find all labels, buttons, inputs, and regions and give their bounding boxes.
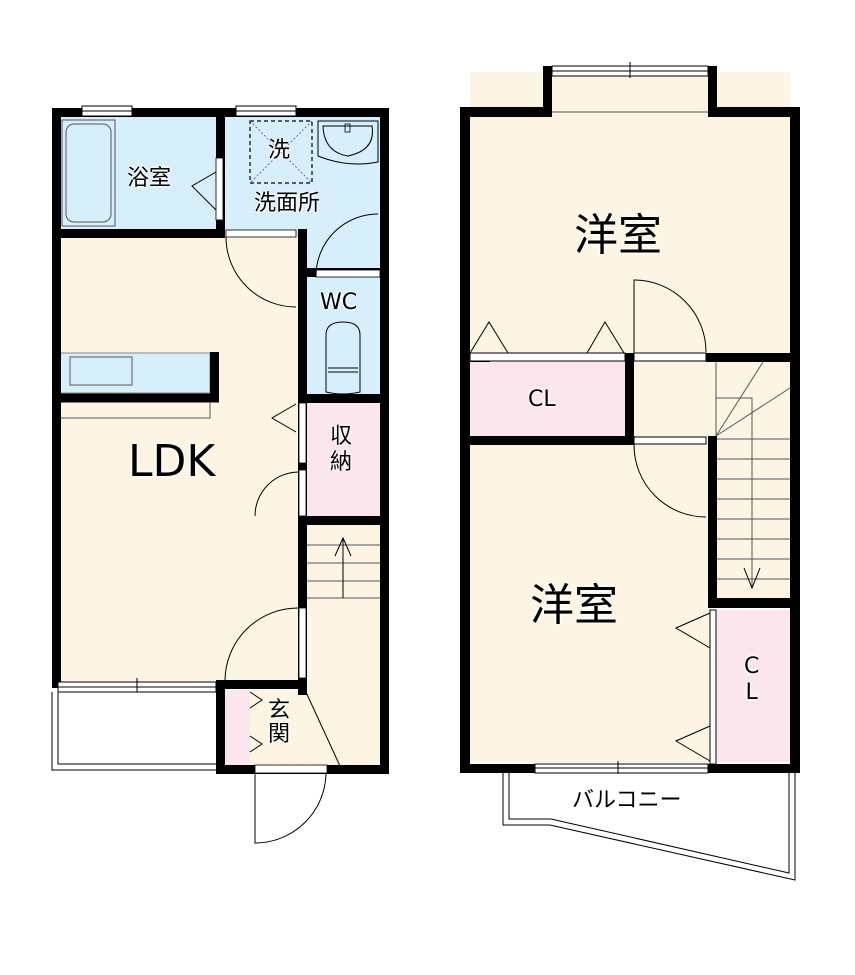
label-closet-upper: CL xyxy=(528,387,556,412)
label-entrance: 玄 関 xyxy=(268,700,290,746)
label-western-room-upper: 洋室 xyxy=(574,210,662,261)
room-upper-fill xyxy=(470,72,790,356)
room-lower-fill xyxy=(470,444,710,762)
windows-1f xyxy=(57,105,297,693)
label-storage-1: 収 xyxy=(330,424,353,449)
floor-1 xyxy=(51,105,389,844)
door-openings-1f xyxy=(215,157,381,774)
counter-end-wall xyxy=(210,352,219,398)
balcony-2f xyxy=(502,773,796,881)
bathtub-inner xyxy=(65,123,112,223)
wc-fill xyxy=(306,276,380,396)
label-entrance-2: 関 xyxy=(268,722,291,747)
kitchen-sink xyxy=(69,356,133,386)
balcony-1f xyxy=(51,692,216,771)
label-balcony: バルコニー xyxy=(572,788,682,813)
label-storage: 収 納 xyxy=(330,426,352,474)
closet-right-fill xyxy=(717,610,790,762)
toilet xyxy=(325,321,361,395)
label-closet-right: C L xyxy=(744,656,759,704)
stairs-2f xyxy=(715,361,791,590)
label-wc: WC xyxy=(320,290,358,315)
closet-upper-fill xyxy=(470,361,626,436)
label-closet-right-2: L xyxy=(745,680,758,705)
label-ldk: LDK xyxy=(128,436,216,487)
door-swings-2f xyxy=(469,279,711,762)
door-swings-1f xyxy=(191,171,379,844)
label-washer: 洗 xyxy=(268,138,291,163)
label-washroom: 洗面所 xyxy=(254,191,321,216)
floor-2 xyxy=(460,62,800,881)
label-storage-2: 納 xyxy=(330,450,353,475)
label-bath: 浴室 xyxy=(127,166,172,191)
washer-space xyxy=(249,120,313,184)
label-closet-right-1: C xyxy=(744,654,760,679)
stairs-1f xyxy=(306,536,380,599)
bath-fill xyxy=(58,116,218,231)
entrance-fill xyxy=(250,690,380,766)
wash-basin xyxy=(317,120,379,165)
label-western-room-lower: 洋室 xyxy=(530,580,618,631)
ldk-fill xyxy=(58,237,300,682)
windows-2f xyxy=(469,62,717,774)
storage-fill xyxy=(306,402,380,518)
shoe-closet-fill xyxy=(222,690,250,766)
walls-2f xyxy=(460,66,800,773)
label-entrance-1: 玄 xyxy=(268,698,291,723)
bathtub xyxy=(61,119,116,227)
